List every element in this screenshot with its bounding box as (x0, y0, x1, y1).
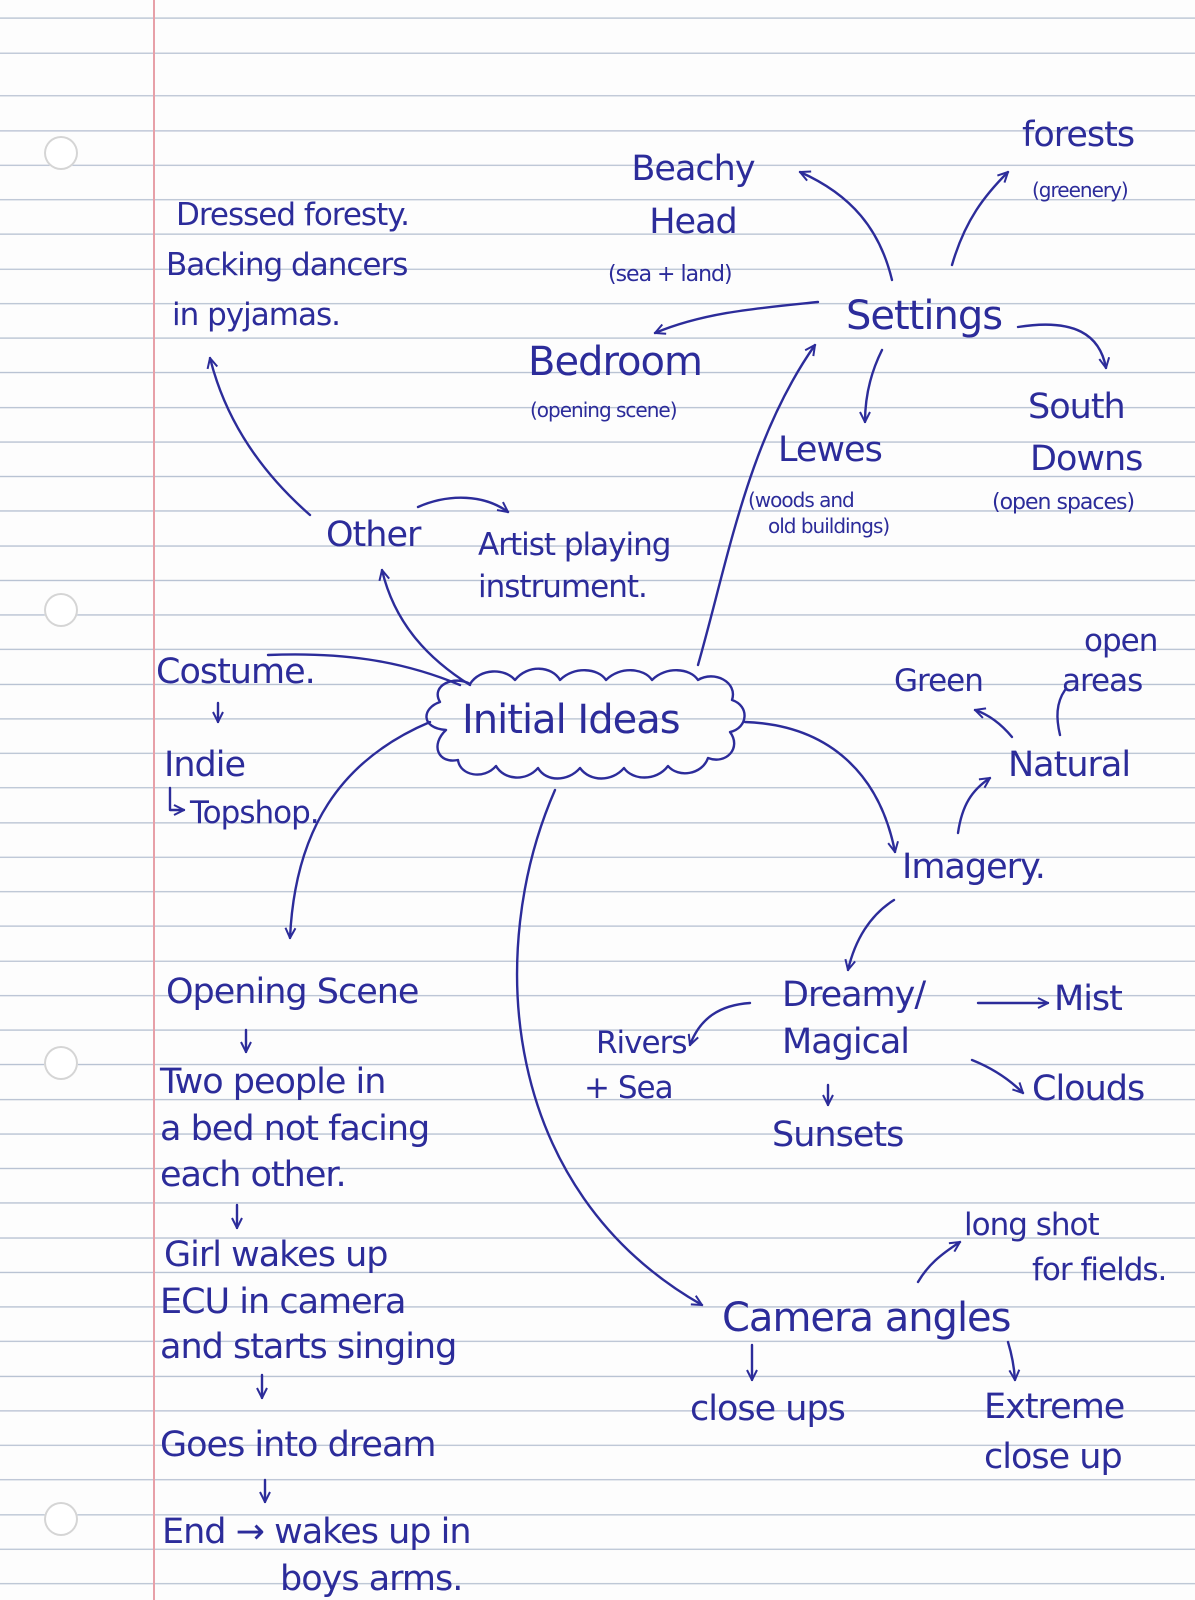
dreamy-label: Magical (782, 1022, 910, 1062)
arrow-settings-to-beachy-head (800, 172, 894, 282)
arrow-camera-to-extreme (1006, 1340, 1015, 1380)
opening-step: ECU in camera (160, 1282, 406, 1322)
opening-step: a bed not facing (160, 1109, 430, 1149)
opening-step: each other. (160, 1155, 347, 1195)
dressed-note: Backing dancers (166, 247, 408, 283)
lewes-title: Lewes (778, 430, 883, 470)
opening-step: Two people in (160, 1062, 386, 1102)
camera-close-ups: close ups (690, 1389, 846, 1429)
initial-ideas-cloud (425, 667, 746, 780)
natural-item-open-areas: areas (1062, 663, 1143, 699)
camera-angles-label: Camera angles (722, 1295, 1012, 1341)
camera-extreme: close up (984, 1437, 1123, 1477)
camera-long-shot: long shot (964, 1207, 1100, 1243)
arrow-settings-to-south-downs (1016, 323, 1106, 368)
forests-note: (greenery) (1032, 178, 1129, 202)
bedroom-note: (opening scene) (530, 398, 678, 422)
dreamy-item-mist: Mist (1054, 979, 1123, 1019)
camera-long-shot: for fields. (1032, 1252, 1167, 1288)
arrow-to-opening-scene (290, 720, 432, 938)
bedroom-title: Bedroom (528, 339, 703, 385)
arrow-imagery-to-dreamy (848, 898, 896, 970)
opening-step: End → wakes up in (162, 1512, 472, 1552)
arrow-other-to-dressed (210, 358, 312, 517)
punch-hole (44, 1046, 78, 1080)
arrow-other-to-artist (416, 496, 508, 512)
dreamy-item-sunsets: Sunsets (772, 1115, 904, 1155)
arrow-dreamy-to-clouds (970, 1058, 1023, 1093)
arrow-imagery-to-natural (956, 778, 990, 835)
arrow-to-settings (696, 345, 815, 667)
dreamy-item-rivers: Rivers (596, 1025, 687, 1061)
south-downs-note: (open spaces) (992, 490, 1135, 515)
dressed-note: Dressed foresty. (176, 197, 410, 233)
natural-item-open-areas: open (1084, 623, 1158, 659)
beachy-head-title: Beachy (631, 149, 755, 189)
beachy-head-title: Head (649, 202, 738, 242)
beachy-head-note: (sea + land) (608, 262, 733, 287)
margin-line (153, 0, 155, 1600)
arrow-dreamy-to-rivers (690, 1001, 752, 1045)
artist-note: instrument. (478, 569, 648, 605)
dressed-note: in pyjamas. (172, 297, 341, 333)
forests-title: forests (1022, 115, 1135, 155)
dreamy-item-clouds: Clouds (1032, 1069, 1145, 1109)
arrow-camera-to-long-shot (916, 1242, 960, 1284)
south-downs-title: Downs (1030, 439, 1143, 479)
natural-label: Natural (1008, 745, 1131, 785)
arrow-natural-to-green (975, 710, 1014, 739)
arrow-settings-to-forests (950, 172, 1008, 267)
arrow-settings-to-bedroom (655, 300, 820, 333)
costume-item: Topshop. (190, 795, 320, 831)
dreamy-item-rivers: + Sea (584, 1070, 674, 1106)
settings-label: Settings (846, 293, 1003, 339)
arrow-to-imagery (743, 720, 895, 852)
punch-hole (44, 136, 78, 170)
opening-step: boys arms. (280, 1559, 463, 1599)
arrow-to-other (382, 570, 472, 687)
center-node-label: Initial Ideas (462, 697, 681, 743)
arrow-settings-to-lewes (865, 348, 884, 424)
dreamy-label: Dreamy/ (782, 975, 926, 1015)
arrow-to-camera-angles (515, 788, 702, 1307)
opening-step: Goes into dream (160, 1425, 437, 1465)
arrow-indie-to-topshop (168, 786, 186, 810)
south-downs-title: South (1028, 387, 1126, 427)
punch-hole (44, 593, 78, 627)
punch-hole (44, 1502, 78, 1536)
lewes-note: old buildings) (768, 514, 890, 538)
lewes-note: (woods and (748, 488, 855, 512)
opening-step: Girl wakes up (164, 1235, 388, 1275)
line-natural-to-open-areas (1056, 688, 1067, 737)
imagery-label: Imagery. (902, 847, 1046, 887)
camera-extreme: Extreme (984, 1387, 1125, 1427)
artist-note: Artist playing (478, 527, 671, 563)
line-costume-to-cloud (266, 653, 462, 687)
costume-label: Costume. (156, 652, 316, 692)
natural-item-green: Green (894, 663, 984, 699)
opening-scene-label: Opening Scene (166, 972, 419, 1012)
opening-step: and starts singing (160, 1327, 457, 1367)
other-label: Other (326, 515, 421, 555)
costume-item: Indie (164, 745, 246, 785)
